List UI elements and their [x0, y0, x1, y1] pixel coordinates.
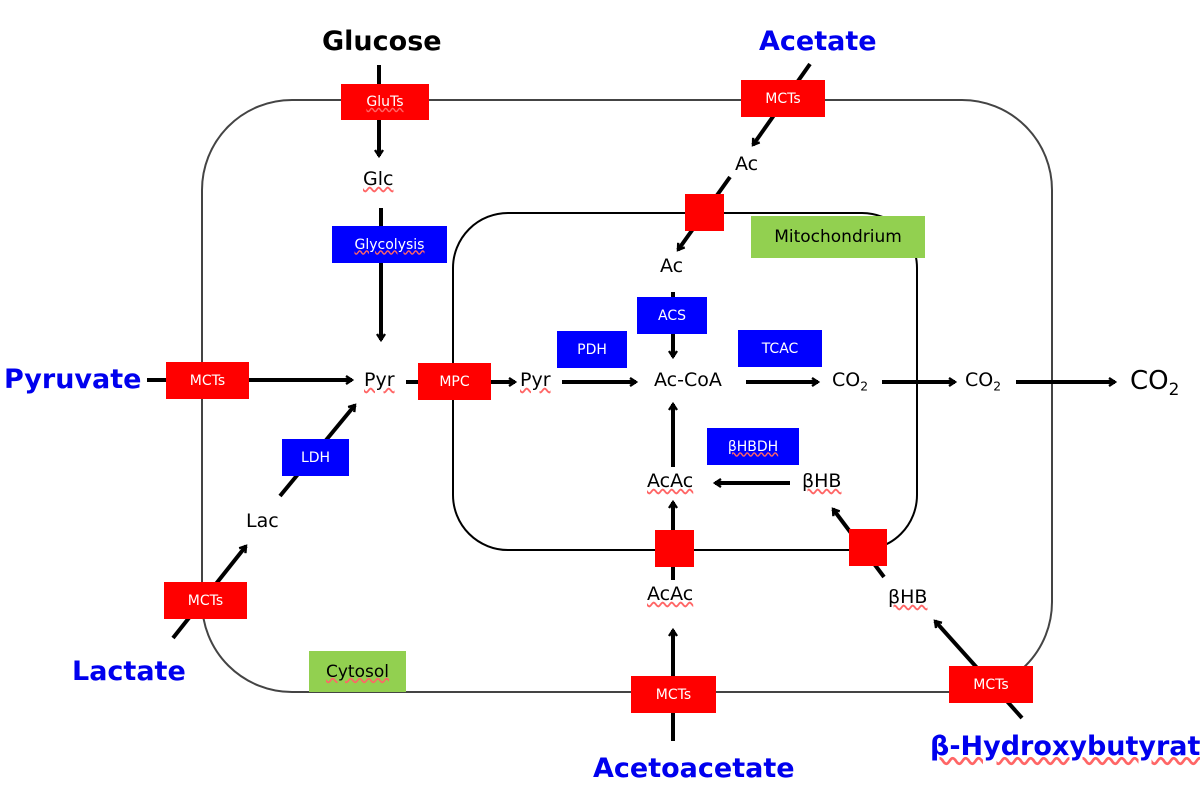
transporter-mcts-bhb: MCTs [949, 666, 1033, 703]
enzyme-tcac: TCAC [738, 330, 822, 367]
label-cytosol: Cytosol [309, 651, 406, 692]
co2-released: CO2 [1130, 366, 1179, 399]
metabolite-co2-mito: CO2 [832, 369, 868, 393]
metabolite-lac: Lac [246, 510, 279, 532]
metabolite-co2-cytosol: CO2 [965, 369, 1001, 393]
bhbdh-label: βHBDH [727, 438, 779, 455]
co2-mito-subscript: 2 [860, 379, 869, 394]
co2-cyto-text: CO [965, 369, 994, 391]
substrate-acetoacetate: Acetoacetate [593, 753, 795, 784]
label-mitochondrion: Mitochondrium [751, 216, 925, 258]
enzyme-bhbdh: βHBDH [707, 428, 799, 465]
cytosol-label: Cytosol [326, 661, 389, 682]
substrate-acetate: Acetate [759, 26, 877, 57]
metabolite-glc: Glc [363, 168, 394, 190]
metabolite-accoa: Ac-CoA [654, 369, 722, 391]
transporter-mcts-acetoacetate: MCTs [631, 676, 716, 713]
transporter-gluts: GluTs [341, 84, 429, 120]
metabolite-bhb-cytosol: βHB [888, 586, 928, 608]
metabolite-acac-mito: AcAc [647, 470, 694, 492]
enzyme-pdh: PDH [557, 331, 627, 368]
metabolite-pyr-mito: Pyr [520, 369, 551, 391]
enzyme-ldh: LDH [282, 439, 349, 476]
transporter-mito-bhb [849, 529, 887, 566]
gluts-label: GluTs [366, 94, 404, 110]
transporter-mcts-pyruvate: MCTs [166, 362, 249, 399]
co2-released-subscript: 2 [1168, 378, 1180, 399]
transporter-mcts-lactate: MCTs [164, 582, 247, 619]
metabolite-acac-cytosol: AcAc [647, 583, 694, 605]
co2-mito-text: CO [832, 369, 861, 391]
transporter-mcts-acetate: MCTs [741, 80, 825, 117]
co2-cyto-subscript: 2 [993, 379, 1002, 394]
substrate-beta-hydroxybutyrate: β-Hydroxybutyrate [930, 731, 1200, 762]
transporter-mpc: MPC [418, 363, 491, 400]
transporter-mito-acetate [685, 194, 724, 231]
metabolite-ac-mito: Ac [660, 255, 684, 277]
substrate-lactate: Lactate [72, 656, 186, 687]
metabolite-bhb-mito: βHB [802, 470, 842, 492]
substrate-glucose: Glucose [322, 26, 442, 57]
transporter-mito-acac [655, 530, 694, 567]
enzyme-glycolysis: Glycolysis [332, 226, 447, 263]
metabolite-ac-cytosol: Ac [735, 153, 759, 175]
substrate-pyruvate: Pyruvate [4, 364, 142, 395]
glycolysis-label: Glycolysis [354, 236, 425, 253]
enzyme-acs: ACS [637, 297, 707, 334]
metabolite-pyr-cytosol: Pyr [364, 369, 395, 391]
co2-released-text: CO [1130, 366, 1169, 396]
